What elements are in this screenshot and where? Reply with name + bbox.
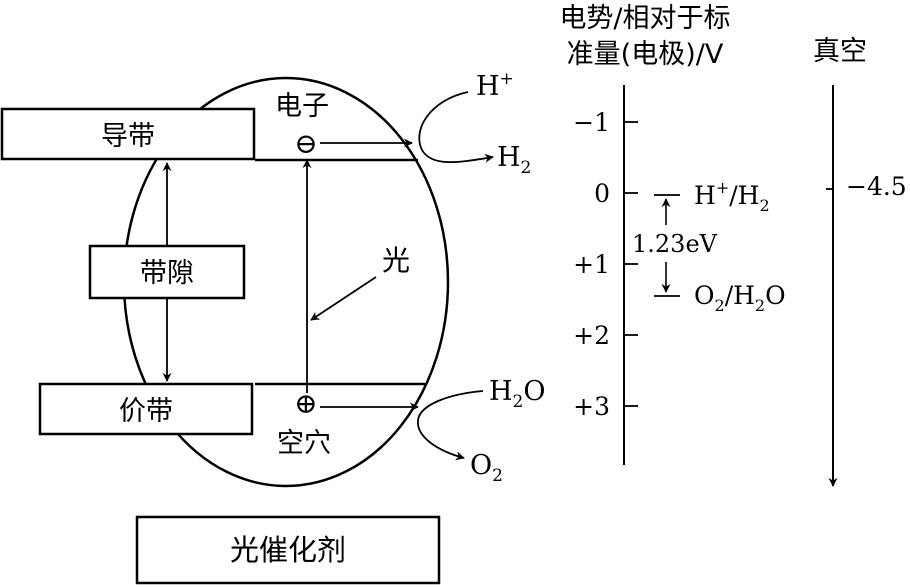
light-label: 光 <box>382 244 410 277</box>
band-gap-label: 带隙 <box>140 258 194 289</box>
photocatalyst-box <box>135 515 441 585</box>
h2o-label: H2O <box>489 376 546 412</box>
potential-ticks: −1 0 +1 +2 +3 <box>573 108 638 421</box>
scale-title-line1: 电势/相对于标 <box>559 3 730 34</box>
gap-energy-label: 1.23eV <box>632 230 718 258</box>
potential-tick-label: −1 <box>573 108 610 137</box>
h2-label: H2 <box>497 142 531 178</box>
electron-label: 电子 <box>275 91 329 122</box>
potential-tick-label: +2 <box>573 321 610 350</box>
light-arrow <box>310 276 377 321</box>
potential-tick-label: +1 <box>573 250 610 279</box>
valence-band-box <box>38 382 254 436</box>
o-couple-label: O2/H2O <box>694 281 786 315</box>
vacuum-title: 真空 <box>813 36 867 67</box>
scale-title-line2: 准量(电极)/V <box>567 39 724 70</box>
conduction-band-box <box>0 107 256 161</box>
vacuum-value-label: −4.5 <box>846 172 907 201</box>
h-plus-label: H+ <box>476 69 514 102</box>
electron-symbol: ⊖ <box>294 127 317 160</box>
reduction-arrow <box>418 91 494 164</box>
potential-tick-label: +3 <box>573 392 610 421</box>
potential-tick-label: 0 <box>594 179 610 208</box>
oxidation-arrow <box>417 390 484 461</box>
hole-symbol: ⊕ <box>294 387 317 420</box>
o2-label: O2 <box>470 450 503 486</box>
photocatalyst-label: 光催化剂 <box>230 533 346 567</box>
h-couple-label: H+/H2 <box>694 178 770 215</box>
valence-band-label: 价带 <box>119 396 173 427</box>
conduction-band-label: 导带 <box>101 121 155 152</box>
hole-label: 空穴 <box>277 428 331 459</box>
band-gap-box <box>88 244 246 300</box>
